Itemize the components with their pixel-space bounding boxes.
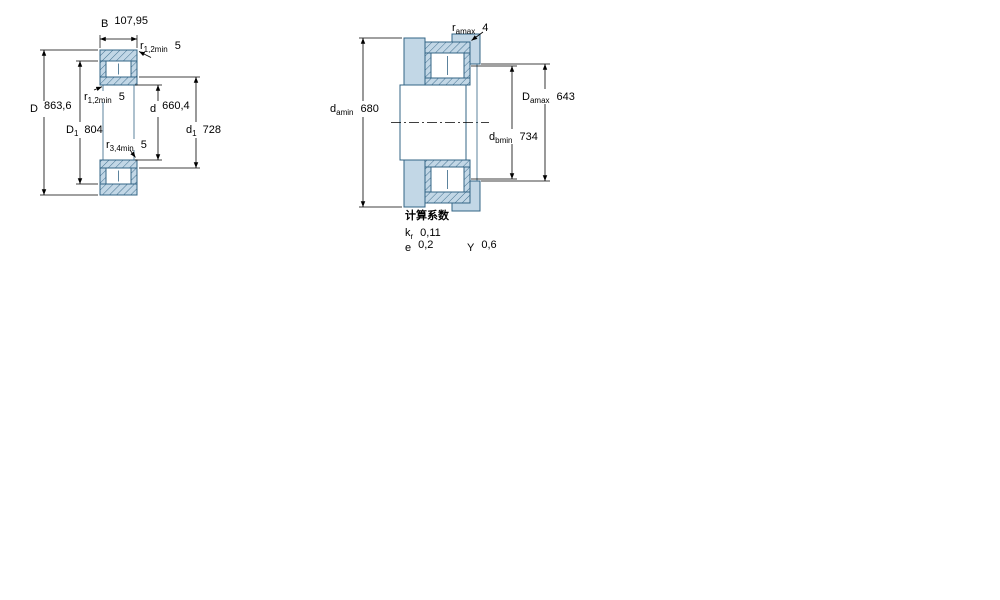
housing-shoulder-bottom [451,180,481,212]
outer-ring-flange [99,60,107,78]
leader-line [129,149,136,158]
top-section-block [99,49,138,86]
leader-line [138,51,152,58]
bearing-top-section [424,41,471,86]
inner-ring-section [99,76,138,86]
inner-ring-flange [424,52,432,79]
section-outline [99,49,138,86]
label-background [104,139,156,150]
flange-ring-section [130,167,138,185]
flange-ring-section [130,60,138,78]
bearing-bottom-section [424,159,471,204]
leader-line [471,31,484,41]
leader-line [93,86,103,92]
outer-ring-section [99,183,138,196]
outer-ring-section [424,41,471,54]
outer-ring-section [99,49,138,62]
inner-ring-section [424,159,471,168]
outer-ring-flange [99,167,107,185]
factors-title: 计算系数 [405,208,450,222]
outer-ring-section [424,191,471,204]
bottom-section-block [99,159,138,196]
flange-ring-section [463,52,471,79]
inner-ring-section [99,159,138,169]
inner-ring-section [424,77,471,86]
label-background [82,91,128,102]
flange-ring-section [463,166,471,193]
inner-ring-flange [424,166,432,193]
section-outline [99,159,138,196]
shaft-shoulder-top [403,37,426,86]
shaft-shoulder-bottom [403,159,426,208]
